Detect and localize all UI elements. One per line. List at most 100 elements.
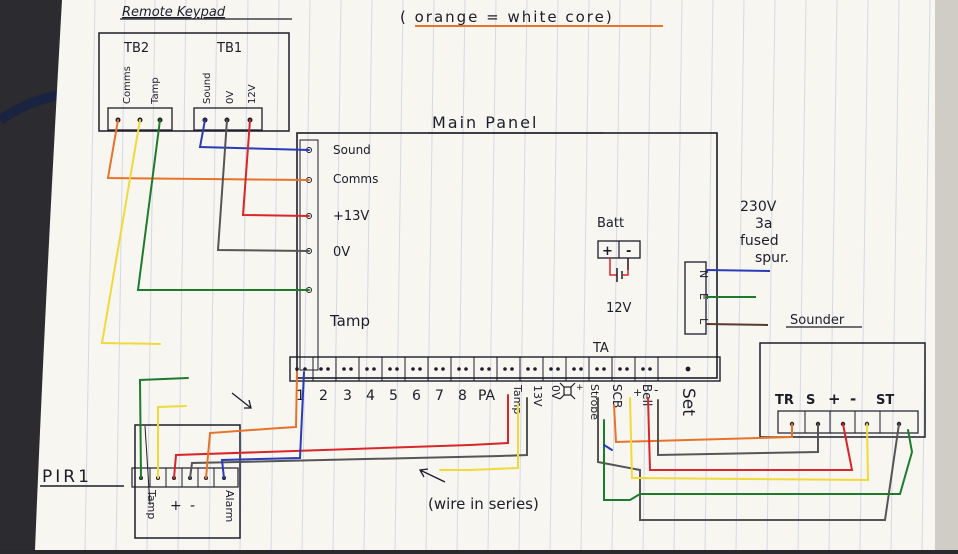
wire-pir-alarm-blue [220,371,305,479]
wire-series-yellow [439,403,519,471]
pir-title: PIR1 [42,467,92,487]
tb1-12v-label: 12V [247,84,258,104]
tb1-sound-label: Sound [202,73,213,105]
pir-box [134,424,241,539]
wire-pir-tamp-green [138,377,189,479]
mains-line-4: spur. [755,250,789,266]
bell-plus: + [633,386,642,399]
bell-label: Bell [640,384,654,406]
sounder-plus: + [828,390,841,408]
bottom-strip-dots [295,366,691,372]
wire-pir-alarm-orange [205,371,298,479]
wire-tamp-yellow [100,119,161,345]
strobe-label: Strobe [588,384,601,420]
strap [0,90,61,125]
panel-sound-label: Sound [333,143,371,157]
panel-13v-label: +13V [333,209,369,224]
ta-label: TA [592,341,609,356]
sounder-terminal-block [777,410,919,434]
legend-note: ( orange = white core) [400,8,614,26]
panel-comms-label: Comms [333,172,378,186]
wire-tamp-green [136,119,310,291]
tb2-tamp-label: Tamp [150,77,161,105]
arrow-series-icon [418,468,446,483]
pir-alarm-label: Alarm [223,490,236,522]
wire-13v-red [241,119,310,217]
panel-0v-label: 0V [333,245,350,260]
wire-0v-black [216,119,310,252]
speaker-plus: + [576,383,584,393]
tb1-0v-label: 0V [225,91,236,104]
wire-pir-tamp-yellow [157,405,187,479]
speaker-icon [559,382,576,400]
wire-pir-minus-black [189,397,528,479]
mains-line-1: 230V [740,199,777,215]
remote-keypad-title: Remote Keypad [122,5,226,20]
sounder-box [759,342,926,438]
sounder-title: Sounder [790,313,845,328]
wire-small-blue [603,444,613,451]
bell-minus: - [654,383,658,397]
zone-2-label: 2 [319,388,328,404]
batt-voltage: 12V [606,301,632,316]
zone-5-label: 5 [389,388,398,404]
wire-sound-blue [198,119,310,151]
batt-plus: + [602,244,613,259]
pir-tamp-label: Tamp [145,489,158,519]
batt-minus: - [626,244,631,259]
main-panel-box [296,132,718,379]
mains-line-3: fused [740,233,779,249]
main-panel-title: Main Panel [432,113,538,132]
0v-vertical-label: 0V [549,385,562,400]
len-e: E [697,293,710,300]
tamp-vertical-label: Tamp [511,384,524,414]
tb2-comms-label: Comms [122,66,133,104]
sounder-s: S [806,393,815,408]
sounder-minus: - [850,390,856,408]
pa-label: PA [478,388,496,404]
pir-terminal-block [131,467,239,488]
mains-neutral-wire [705,269,771,272]
wire-pir-plus-red [173,394,509,479]
wire-comms-orange [106,119,310,181]
zone-4-label: 4 [366,388,375,404]
series-note: (wire in series) [428,495,539,513]
13v-vertical-label: 13V [531,385,544,407]
wire-st-green [603,419,914,501]
page-edge [935,0,958,550]
pir-inner-line [144,425,151,506]
tb1-block [193,107,263,131]
mains-line-2: 3a [755,216,773,232]
len-l: L [697,318,710,325]
set-label: Set [678,388,698,416]
sounder-dividers [804,411,881,433]
tb2-block [107,107,173,131]
bottom-strip-dividers [312,357,659,381]
tb1-label: TB1 [216,41,242,56]
keypad-box [98,32,290,132]
wire-scb-orange [613,404,793,444]
batt-label: Batt [597,216,624,231]
len-n: N [697,270,710,278]
wire-bell-yellow [629,397,870,482]
sounder-tr: TR [775,393,794,408]
wire-bell-red [647,397,854,471]
zone-7-label: 7 [435,388,444,404]
pir-plus-label: + [170,498,182,514]
zone-3-label: 3 [343,388,352,404]
bottom-terminal-strip [289,356,721,382]
pir-minus-label: - [190,498,195,514]
zone-6-label: 6 [412,388,421,404]
wire-bell-black [657,399,819,457]
zone-1-label: 1 [296,388,305,404]
paper [35,0,958,550]
wires [100,119,914,521]
arrow-to-zone1-icon [231,392,252,409]
tb2-label: TB2 [123,41,149,56]
zone-8-label: 8 [458,388,467,404]
scb-label: SCB [610,384,624,408]
panel-tamp-label: Tamp [329,312,370,330]
mains-live-wire [705,323,769,326]
